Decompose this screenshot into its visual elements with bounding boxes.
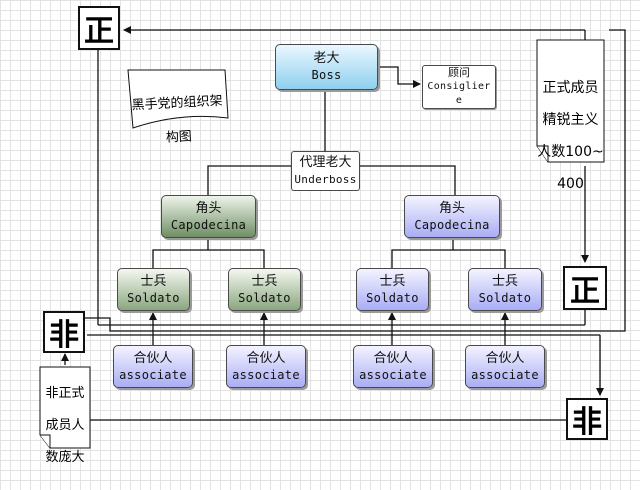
capo-left-cn-label: 角头 [195, 200, 222, 216]
capo-right-node: 角头 Capodecina [404, 195, 500, 238]
soldier-cn-label: 士兵 [140, 273, 167, 289]
title-note: 黑手党的组织架 构图 [128, 76, 228, 166]
formal-marker-top: 正 [78, 6, 120, 50]
formal-note-line: 人数100~ [537, 144, 604, 160]
boss-node: 老大 Boss [275, 44, 378, 90]
capo-right-en-label: Capodecina [414, 217, 490, 232]
title-note-line: 黑手党的组织架 [131, 93, 223, 114]
formal-marker-bottom: 正 [563, 266, 607, 310]
soldier-node: 士兵 Soldato [356, 268, 429, 311]
capo-left-en-label: Capodecina [170, 217, 247, 232]
capo-right-cn-label: 角头 [438, 200, 465, 216]
associate-node: 合伙人 associate [113, 345, 193, 388]
associate-cn-label: 合伙人 [133, 350, 173, 366]
underboss-en-label: Underboss [294, 173, 357, 186]
informal-note-line: 数庞大 [45, 450, 85, 465]
title-note-shape [127, 69, 229, 129]
informal-note: 非正式 成员人 数庞大 [40, 370, 90, 482]
soldier-node: 士兵 Soldato [468, 268, 542, 311]
soldier-cn-label: 士兵 [491, 273, 518, 289]
soldier-cn-label: 士兵 [379, 273, 406, 289]
title-note-line: 构图 [165, 129, 193, 146]
associate-node: 合伙人 associate [226, 345, 306, 388]
formal-note-line: 正式成员 [542, 80, 599, 96]
formal-note-line: 400 [557, 176, 584, 192]
associate-en-label: associate [359, 367, 427, 382]
soldier-node: 士兵 Soldato [117, 268, 190, 311]
informal-marker-left: 非 [43, 311, 85, 353]
informal-note-shape [39, 366, 91, 449]
soldier-cn-label: 士兵 [251, 273, 278, 289]
associate-cn-label: 合伙人 [246, 350, 286, 366]
consigliere-cn-label: 顾问 [448, 66, 470, 79]
formal-note: 正式成员 精锐主义 人数100~ 400 [537, 64, 604, 208]
underboss-cn-label: 代理老大 [299, 155, 352, 170]
boss-cn-label: 老大 [313, 51, 340, 66]
consigliere-en-label-wrap: e [455, 95, 463, 106]
underboss-node: 代理老大 Underboss [291, 151, 360, 191]
informal-marker-right: 非 [566, 398, 608, 440]
informal-note-line: 成员人 [45, 418, 85, 433]
associate-en-label: associate [119, 367, 187, 382]
associate-node: 合伙人 associate [465, 345, 545, 388]
formal-note-shape [536, 39, 605, 163]
associate-en-label: associate [232, 367, 300, 382]
informal-note-line: 非正式 [45, 386, 85, 401]
associate-cn-label: 合伙人 [373, 350, 413, 366]
soldier-en-label: Soldato [238, 290, 291, 305]
soldier-node: 士兵 Soldato [228, 268, 301, 311]
formal-note-line: 精锐主义 [542, 112, 599, 128]
associate-node: 合伙人 associate [353, 345, 433, 388]
associate-en-label: associate [471, 367, 539, 382]
soldier-en-label: Soldato [127, 290, 180, 305]
boss-en-label: Boss [311, 68, 342, 82]
associate-cn-label: 合伙人 [485, 350, 525, 366]
soldier-en-label: Soldato [478, 290, 532, 305]
capo-left-node: 角头 Capodecina [161, 195, 256, 238]
soldier-en-label: Soldato [366, 290, 419, 305]
consigliere-node: 顾问 Consiglier e [422, 65, 496, 109]
consigliere-en-label: Consiglier [427, 81, 491, 92]
